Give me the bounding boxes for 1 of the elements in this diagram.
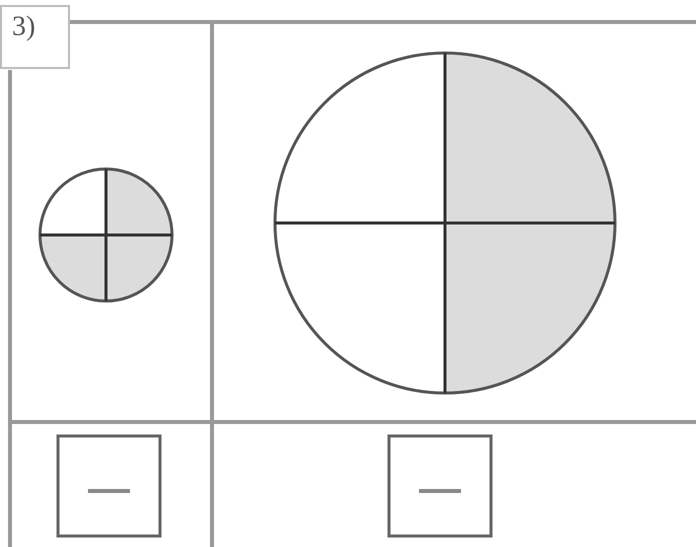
question-number: 3) [0,5,70,69]
